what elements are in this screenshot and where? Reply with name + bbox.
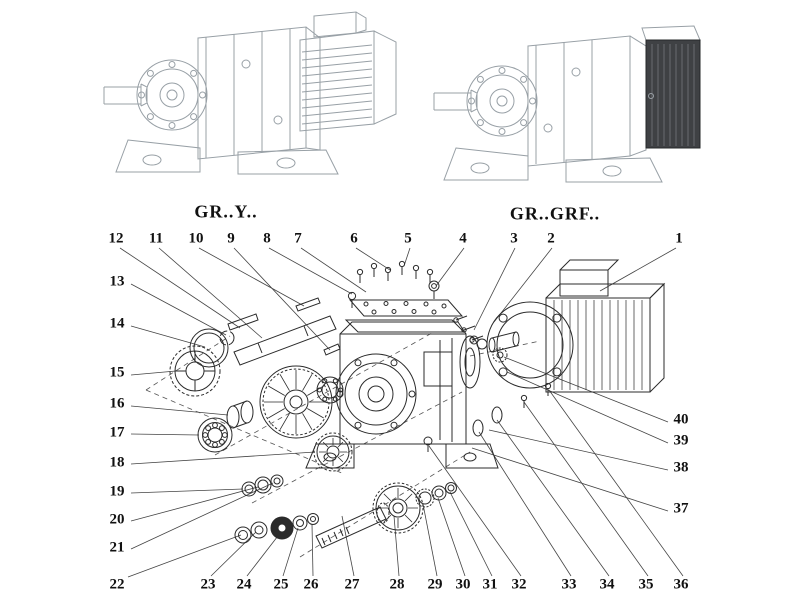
callout-19: 19 bbox=[109, 483, 125, 500]
callout-23: 23 bbox=[200, 576, 216, 593]
callout-2: 2 bbox=[547, 230, 555, 247]
leader-lines bbox=[119, 247, 684, 578]
large-gear bbox=[259, 365, 344, 439]
callout-4: 4 bbox=[459, 230, 467, 247]
callout-37: 37 bbox=[673, 500, 689, 517]
callout-30: 30 bbox=[455, 576, 471, 593]
figure-label-gr-grf: GR..GRF.. bbox=[509, 203, 601, 224]
assembly-axis-lines bbox=[145, 332, 541, 558]
electric-motor bbox=[453, 259, 666, 393]
callout-6: 6 bbox=[350, 230, 358, 247]
callout-7: 7 bbox=[294, 230, 302, 247]
callout-29: 29 bbox=[427, 576, 443, 593]
callout-20: 20 bbox=[109, 511, 125, 528]
callout-3: 3 bbox=[510, 230, 518, 247]
callout-35: 35 bbox=[638, 576, 654, 593]
callout-14: 14 bbox=[109, 315, 125, 332]
callout-8: 8 bbox=[263, 230, 271, 247]
callout-25: 25 bbox=[273, 576, 289, 593]
callout-31: 31 bbox=[482, 576, 498, 593]
pinion-shaft-group bbox=[234, 482, 457, 549]
output-shaft-group bbox=[219, 297, 341, 366]
motor-bolts bbox=[453, 315, 484, 343]
callout-22: 22 bbox=[109, 576, 125, 593]
callout-36: 36 bbox=[673, 576, 689, 593]
callout-15: 15 bbox=[109, 364, 125, 381]
callout-27: 27 bbox=[344, 576, 360, 593]
callout-33: 33 bbox=[561, 576, 577, 593]
callout-40: 40 bbox=[673, 411, 689, 428]
callout-26: 26 bbox=[303, 576, 319, 593]
exploded-view bbox=[145, 259, 666, 558]
callout-21: 21 bbox=[109, 539, 125, 556]
spacer-and-bearing bbox=[197, 400, 254, 453]
callout-10: 10 bbox=[188, 230, 204, 247]
callout-32: 32 bbox=[511, 576, 527, 593]
callout-34: 34 bbox=[599, 576, 615, 593]
callout-9: 9 bbox=[227, 230, 235, 247]
callout-39: 39 bbox=[673, 432, 689, 449]
callout-1: 1 bbox=[675, 230, 683, 247]
callout-28: 28 bbox=[389, 576, 405, 593]
callout-12: 12 bbox=[108, 230, 124, 247]
figure-label-gr-y: GR..Y.. bbox=[194, 201, 258, 222]
callout-13: 13 bbox=[109, 273, 125, 290]
cover-plate bbox=[344, 299, 466, 333]
eye-bolt bbox=[428, 280, 440, 299]
intermediate-gear bbox=[241, 432, 353, 497]
callout-16: 16 bbox=[109, 395, 125, 412]
seal-and-ring-gear bbox=[169, 328, 229, 397]
callout-11: 11 bbox=[148, 230, 164, 247]
callout-5: 5 bbox=[404, 230, 412, 247]
gearmotor-left-illustration bbox=[103, 11, 397, 175]
shims-and-bolts bbox=[472, 382, 552, 437]
callout-24: 24 bbox=[236, 576, 252, 593]
callout-38: 38 bbox=[673, 459, 689, 476]
callout-18: 18 bbox=[109, 454, 125, 471]
callout-17: 17 bbox=[109, 424, 125, 441]
cover-bolts bbox=[356, 260, 434, 283]
gearmotor-right-illustration bbox=[433, 25, 701, 183]
